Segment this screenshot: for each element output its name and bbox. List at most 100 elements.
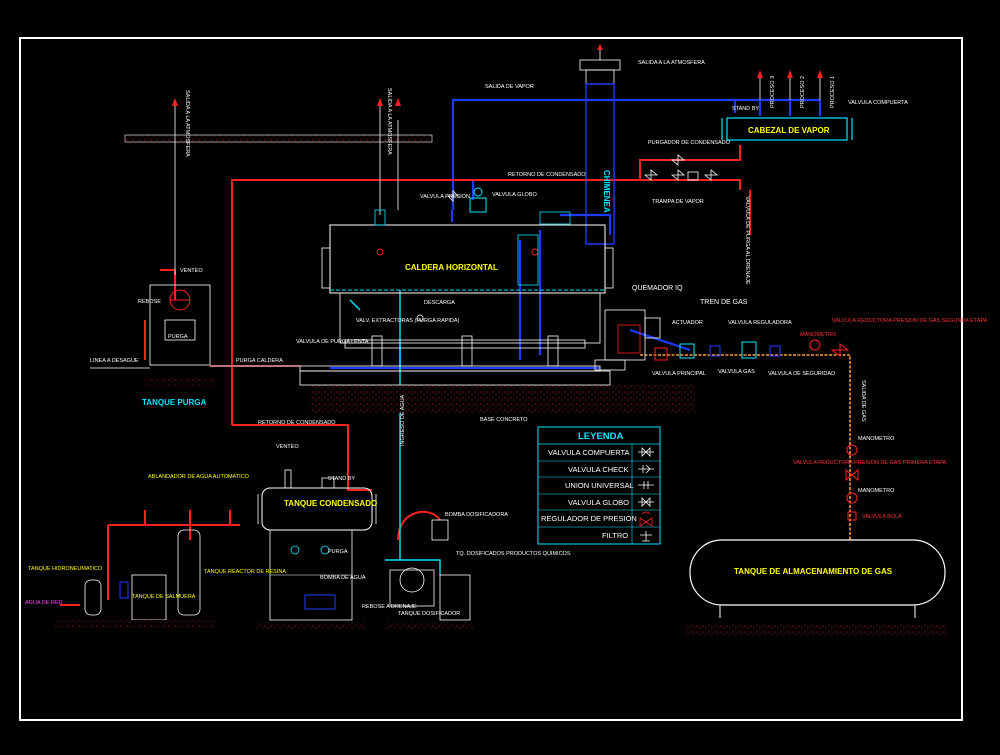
union-icon: [638, 481, 654, 489]
linea-desague: LINEA A DESAGUE: [90, 358, 139, 364]
purga-2: PURGA: [328, 549, 348, 555]
vent-arrow-3: [395, 98, 401, 106]
valvula-reguladora-label: VALVULA REGULADORA: [728, 320, 792, 326]
vent-arrow-1: [172, 98, 178, 106]
valvula-principal-label: VALVULA PRINCIPAL: [652, 371, 706, 377]
tanque-salmuera: TANQUE DE SALMUERA: [132, 594, 196, 600]
salida-atmosfera-mid: SALIDA A LA ATMOSFERA: [386, 88, 392, 155]
legend-row-3: UNION UNIVERSAL: [565, 481, 634, 490]
water-softener: [55, 529, 215, 628]
valvula-bola-label: VALVULA BOLA: [862, 514, 902, 520]
ingreso-agua: INGRESO DE AGUA: [400, 394, 406, 446]
legend-row-2: VALVULA CHECK: [568, 465, 629, 474]
gate-valve-icon: [638, 447, 654, 457]
legend: LEYENDA VALVULA COMPUERTA VALVULA CHECK …: [537, 426, 661, 545]
valv-extractoras-label: VALV. EXTRACTORAS (PURGA RAPIDA): [356, 318, 460, 324]
legend-row-5: REGULADOR DE PRESION: [541, 514, 637, 523]
gas-storage-tank: [685, 539, 947, 637]
check-valve-icon: [638, 464, 654, 474]
stand-by-2: STAND BY: [328, 476, 355, 482]
bomba-dosificadora: BOMBA DOSIFICADORA: [445, 512, 508, 518]
tanque-dosif: TANQUE DOSIFICADOR: [398, 611, 460, 617]
pressure-regulator-icon: [639, 511, 653, 527]
burner: [594, 309, 661, 371]
venteo-top: VENTEO: [180, 268, 203, 274]
retorno-bot-label: RETORNO DE CONDENSADO: [258, 420, 336, 426]
caldera-label: CALDERA HORIZONTAL: [405, 263, 498, 272]
blowdown-tank: [145, 284, 215, 386]
proceso-2: PROCESO 2: [800, 76, 806, 108]
stand-by-label: STAND BY: [732, 106, 759, 112]
tanque-condensado-label: TANQUE CONDENSADO: [284, 499, 377, 508]
gas-supply-devices: [845, 444, 859, 521]
boiler-base: [299, 370, 611, 386]
chimney-label: CHIMENEA: [602, 170, 611, 213]
bomba-agua: BOMBA DE AGUA: [320, 575, 366, 581]
salida-atmosfera-left: SALIDA A LA ATMOSFERA: [184, 90, 190, 157]
tren-gas-label: TREN DE GAS: [700, 299, 748, 306]
salida-atmosfera-top: SALIDA A LA ATMOSFERA: [638, 60, 705, 66]
descarga-label: DESCARGA: [424, 300, 455, 306]
gas-train-devices: [654, 339, 850, 361]
tanque-gas-label: TANQUE DE ALMACENAMIENTO DE GAS: [734, 567, 893, 576]
manometro-3: MANOMETRO: [858, 488, 895, 494]
roof-beam: [124, 134, 433, 143]
process-outlets: [757, 70, 823, 100]
globe-valve-icon: [638, 497, 654, 507]
purgador-label: PURGADOR DE CONDENSADO: [648, 140, 731, 146]
tanque-hidroneumatico: TANQUE HIDRONEUMATICO: [28, 566, 103, 572]
water-lines: [349, 290, 441, 575]
base-concreto: BASE CONCRETO: [480, 417, 528, 423]
manometro-1: MANOMETRO: [800, 332, 837, 338]
valvula-purga-hl: VALVULA DE PURGA AL DRENAJE: [744, 196, 750, 285]
legend-row-6: FILTRO: [602, 531, 628, 540]
legend-row-4: VALVULA GLOBO: [568, 498, 629, 507]
ablandador-label: ABLANDADOR DE AGUA AUTOMATICO: [148, 474, 250, 480]
legend-row-1: VALVULA COMPUERTA: [548, 448, 630, 457]
condensate-tank: [256, 469, 377, 630]
rebose-label: REBOSE: [138, 299, 161, 305]
proceso-3: PROCESO 3: [770, 76, 776, 108]
rebose-drenaje: REBOSE A DRENAJE: [362, 604, 417, 610]
tanque-purga-label: TANQUE PURGA: [142, 398, 207, 407]
purga-caldera: PURGA CALDERA: [236, 358, 283, 364]
steam-header: [721, 117, 853, 141]
valvula-globo-top: VALVULA GLOBO: [492, 192, 537, 198]
actuador-label: ACTUADOR: [672, 320, 703, 326]
valvula-gas-label: VALVULA GAS: [718, 369, 755, 375]
filter-icon: [640, 531, 652, 542]
legend-title: LEYENDA: [578, 431, 624, 442]
cabezal-vapor: CABEZAL DE VAPOR: [748, 126, 830, 135]
agua-red: AGUA DE RED: [25, 600, 63, 606]
manometro-2: MANOMETRO: [858, 436, 895, 442]
steam-trap-valves: [643, 154, 719, 181]
valvula-purga-lenta: VALVULA DE PURGA LENTA: [296, 339, 369, 345]
boiler: [299, 209, 614, 372]
gas-lines: [640, 354, 851, 540]
vent-arrow-2: [377, 98, 383, 106]
valvula-presion-label: VALVULA PRESION: [420, 194, 470, 200]
chimney: CHIMENEA: [579, 44, 621, 245]
valvula-seg-label: VALVULA DE SEGURIDAD: [768, 371, 835, 377]
salida-gas-label: SALIDA DE GAS: [860, 380, 866, 422]
valvula-reductora-1: VALVULA REDUCTORA PRESION DE GAS PRIMERA…: [793, 460, 947, 466]
salida-vapor-label: SALIDA DE VAPOR: [485, 84, 534, 90]
trampa-label: TRAMPA DE VAPOR: [652, 199, 704, 205]
tanque-reactor: TANQUE REACTOR DE RESINA: [204, 569, 286, 575]
valvula-reductora-label: VALVULA REDUCTORA PRESION DE GAS SEGUNDA…: [832, 318, 988, 324]
top-valve-cluster: [447, 187, 487, 213]
venteo-cond: VENTEO: [276, 444, 299, 450]
condensate-lines: [60, 145, 751, 606]
valvula-compuerta-label: VALVULA COMPUERTA: [848, 100, 908, 106]
dosing-equipment: [386, 519, 474, 630]
vent-pipes: [174, 100, 399, 275]
proceso-1: PROCESO 1: [830, 76, 836, 108]
purga-tank-label: PURGA: [168, 334, 188, 340]
quemador-label: QUEMADOR IQ: [632, 285, 683, 292]
boiler-foundation: [310, 385, 695, 413]
tq-dosificados: TQ. DOSIFICADOS PRODUCTOS QUIMICOS: [456, 551, 571, 557]
retorno-top-label: RETORNO DE CONDENSADO: [508, 172, 586, 178]
drawing-frame: [19, 37, 963, 721]
